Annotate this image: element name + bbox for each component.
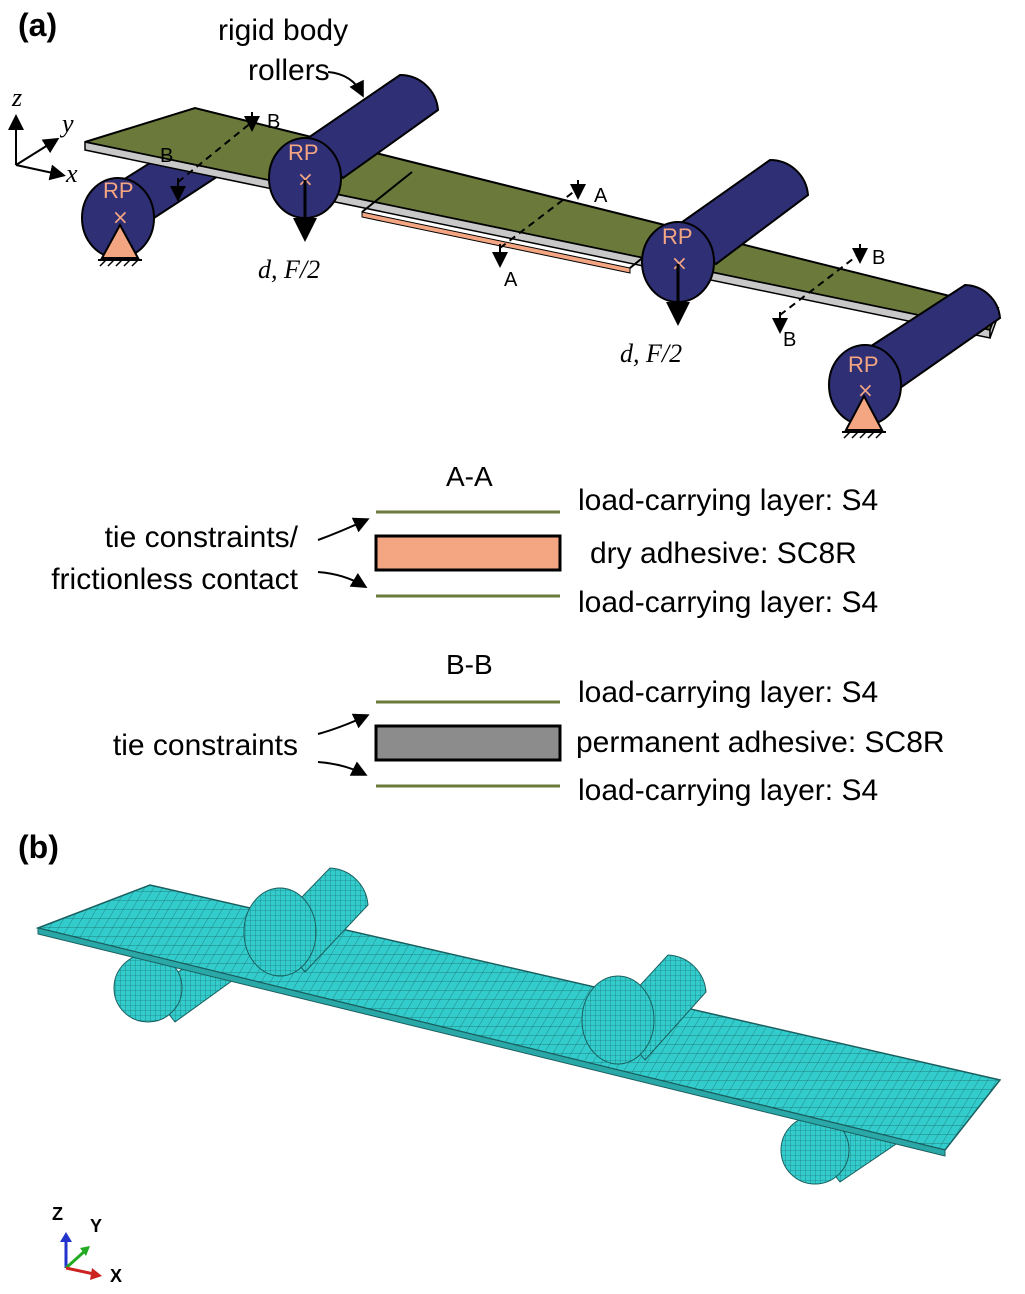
section-b-label-3: B bbox=[783, 329, 796, 351]
roller-top-right bbox=[641, 158, 810, 303]
section-a-label-2: A bbox=[594, 185, 608, 207]
aa-pointer-lower bbox=[317, 571, 368, 589]
panel-a-label: (a) bbox=[18, 7, 57, 43]
axis-x-label: x bbox=[65, 159, 78, 188]
mesh-plate bbox=[35, 884, 1002, 1157]
bb-pointer-lower bbox=[317, 761, 368, 776]
pin-support-right bbox=[842, 393, 886, 439]
rp-cross-icon: × bbox=[857, 378, 874, 402]
triad-icon: Z Y X bbox=[52, 1204, 122, 1286]
section-aa-title: A-A bbox=[446, 461, 493, 492]
bb-left-label: tie constraints bbox=[113, 729, 298, 762]
section-b-label-1: B bbox=[160, 145, 173, 167]
axis-z-label: z bbox=[11, 83, 22, 112]
rp-cross-icon: × bbox=[112, 205, 129, 229]
rp-label-2: RP bbox=[288, 140, 319, 165]
load-label-left: d, F/2 bbox=[258, 255, 320, 284]
rp-cross-icon: × bbox=[671, 251, 688, 275]
aa-dry-adhesive-block bbox=[374, 534, 562, 572]
aa-bottom-layer-label: load-carrying layer: S4 bbox=[578, 586, 878, 619]
rp-label-1: RP bbox=[103, 178, 134, 203]
bb-permanent-adhesive-block bbox=[374, 724, 562, 762]
load-label-right: d, F/2 bbox=[620, 339, 682, 368]
aa-pointer-upper bbox=[317, 517, 370, 541]
reference-points: RP RP RP RP × × × × bbox=[103, 140, 879, 402]
section-cuts bbox=[170, 112, 868, 334]
triad-y-label: Y bbox=[90, 1216, 102, 1236]
rp-label-3: RP bbox=[662, 224, 693, 249]
rollers-label-line2: rollers bbox=[248, 54, 330, 87]
pin-support-left bbox=[98, 222, 142, 267]
triad-x-label: X bbox=[110, 1266, 122, 1286]
rollers-pointer-arrow bbox=[327, 71, 364, 98]
roller-top-left bbox=[268, 73, 440, 219]
axis-y-label: y bbox=[59, 109, 74, 138]
panel-b-label: (b) bbox=[18, 829, 59, 865]
bb-bottom-layer-label: load-carrying layer: S4 bbox=[578, 774, 878, 807]
section-a-label-1: A bbox=[504, 269, 518, 291]
rp-label-4: RP bbox=[848, 352, 879, 377]
bb-pointer-upper bbox=[317, 713, 370, 735]
mesh-roller-top-right bbox=[581, 954, 707, 1065]
aa-top-layer-label: load-carrying layer: S4 bbox=[578, 484, 878, 517]
aa-middle-layer-label: dry adhesive: SC8R bbox=[590, 537, 857, 570]
mesh-roller-top-left bbox=[243, 867, 369, 977]
section-b-label-4: B bbox=[872, 247, 885, 269]
section-bb-title: B-B bbox=[446, 649, 493, 680]
triad-z-label: Z bbox=[52, 1204, 63, 1224]
axis-triad: z y x bbox=[8, 83, 78, 188]
bb-top-layer-label: load-carrying layer: S4 bbox=[578, 676, 878, 709]
rollers-label-line1: rigid body bbox=[218, 14, 348, 47]
section-b-label-2: B bbox=[267, 111, 280, 133]
aa-left-label-line2: frictionless contact bbox=[51, 563, 298, 596]
aa-left-label-line1: tie constraints/ bbox=[105, 521, 299, 554]
bb-middle-layer-label: permanent adhesive: SC8R bbox=[576, 726, 945, 759]
rp-cross-icon: × bbox=[297, 167, 314, 191]
beam-plate bbox=[84, 106, 1000, 339]
